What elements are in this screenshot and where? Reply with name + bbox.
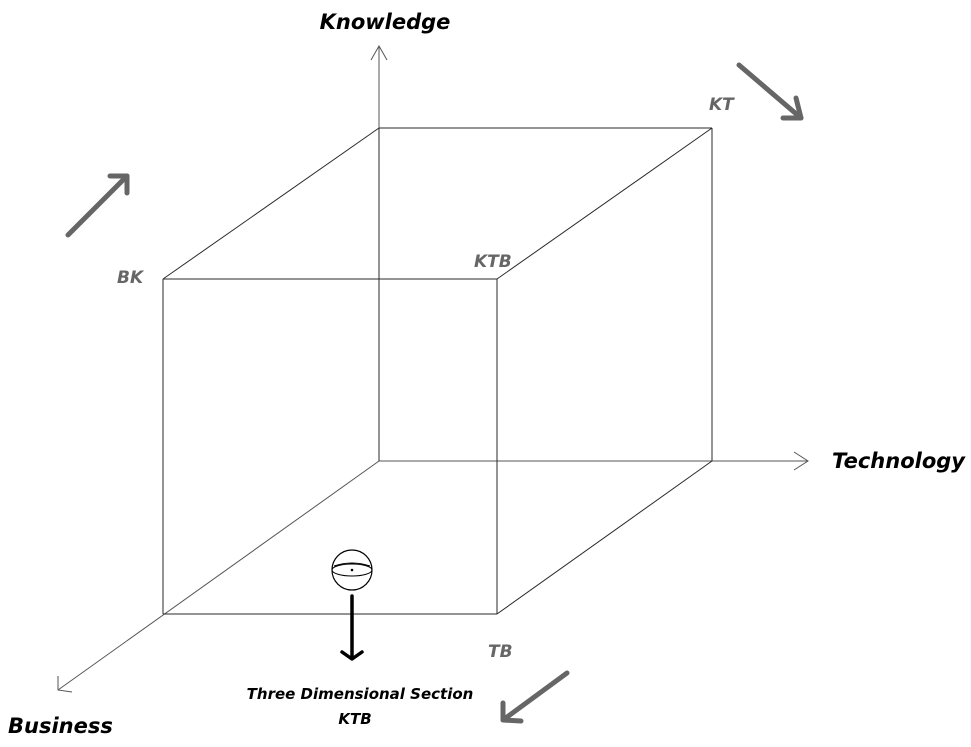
section-caption-line2: KTB: [338, 710, 371, 728]
axis-title-business: Business: [8, 714, 113, 738]
arrow-down-left-icon: [500, 670, 570, 724]
cube-edge: [496, 127, 713, 280]
knowledge-axis-arrowhead: [370, 44, 388, 61]
decorative-arrows: [65, 62, 804, 724]
axis-title-technology: Technology: [832, 449, 966, 473]
arrow-down-icon: [340, 594, 364, 661]
corner-label-tb: TB: [488, 642, 513, 662]
corner-label-bk: BK: [117, 268, 145, 288]
cube: [162, 127, 713, 615]
axis-title-knowledge: Knowledge: [320, 10, 451, 34]
cube-edge: [162, 127, 380, 280]
technology-axis-arrowhead: [793, 451, 809, 471]
cube-edge: [496, 460, 713, 615]
business-axis: [57, 460, 380, 691]
corner-label-kt: KT: [709, 95, 735, 115]
sphere-icon: [331, 549, 373, 591]
arrow-down-right-icon: [736, 62, 804, 121]
axes: [57, 44, 809, 693]
corner-label-ktb: KTB: [474, 252, 512, 272]
business-axis-arrowhead: [57, 676, 73, 693]
arrow-up-right-icon: [65, 173, 130, 238]
section-caption-line1: Three Dimensional Section: [247, 685, 474, 703]
